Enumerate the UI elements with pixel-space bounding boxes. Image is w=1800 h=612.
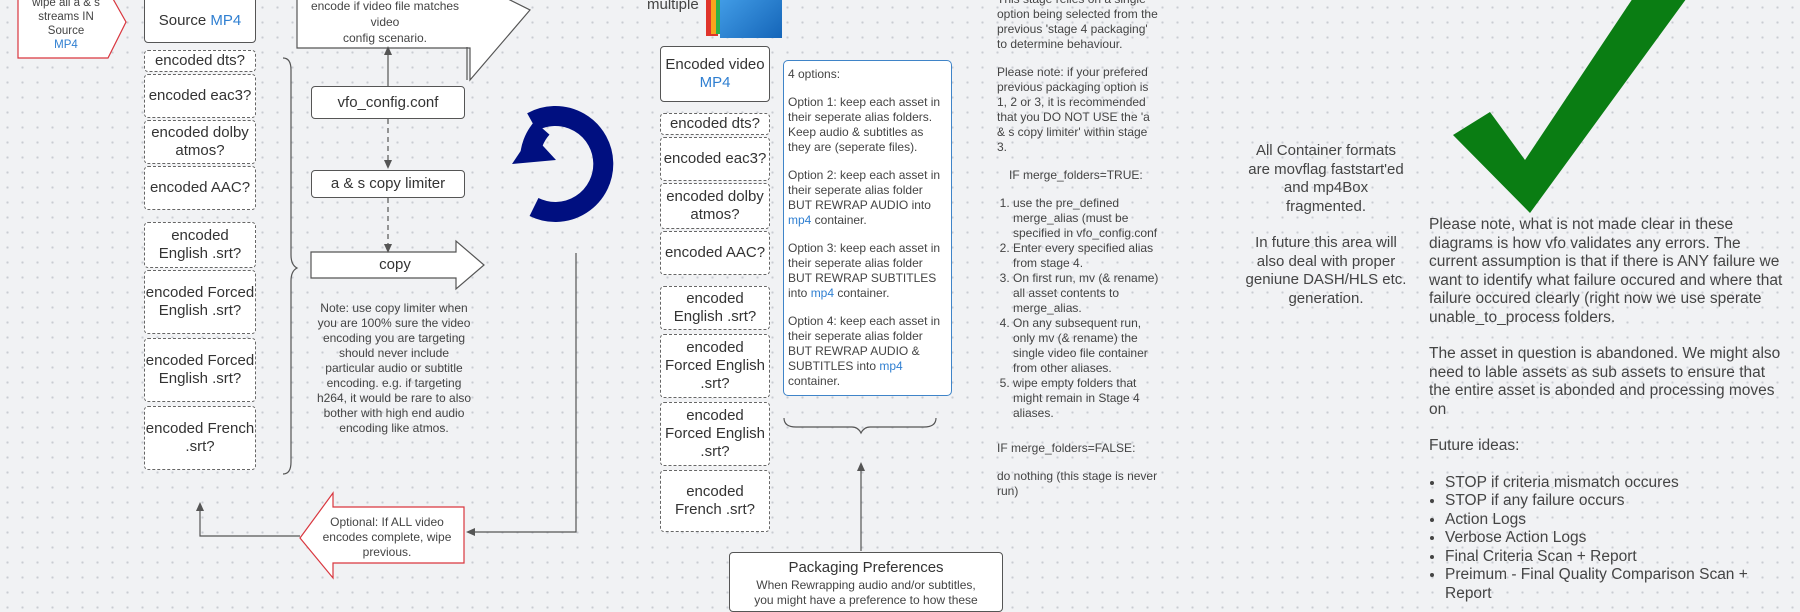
packaging-options-box[interactable]: 4 options: Option 1: keep each asset in … (783, 60, 952, 396)
validation-para2: The asset in question is abandoned. We m… (1429, 345, 1781, 418)
future-idea: Preimum - Final Quality Comparison Scan … (1445, 566, 1789, 603)
col1-stream-eac3[interactable]: encoded eac3? (144, 74, 256, 118)
packaging-title: Packaging Preferences (788, 559, 944, 576)
options-intro: 4 options: (788, 67, 841, 81)
refresh-cycle-icon (512, 106, 614, 222)
future-ideas-heading: Future ideas: (1429, 437, 1520, 454)
col3-stream-english-srt[interactable]: encoded English .srt? (660, 286, 770, 330)
merge-step: On first run, mv (& rename) all asset co… (1013, 271, 1159, 316)
col3-stream-french-srt[interactable]: encoded French .srt? (660, 470, 770, 532)
merge-steps-list: use the pre_defined merge_alias (must be… (997, 196, 1159, 421)
merge-step: On any subsequent run, only mv (& rename… (1013, 316, 1159, 376)
col1-stream-forced-english-srt-2[interactable]: encoded Forced English .srt? (144, 338, 256, 402)
brace-col1 (282, 57, 299, 475)
encode-arrow-text: encode if video file matches video confi… (300, 0, 470, 46)
future-idea: Final Criteria Scan + Report (1445, 548, 1789, 567)
encode-arrow-shape (296, 0, 531, 82)
do-nothing-note: do nothing (this stage is never run) (997, 469, 1158, 498)
source-mp4-label: MP4 (210, 11, 242, 29)
col1-stream-dts[interactable]: encoded dts? (144, 50, 256, 72)
col3-stream-forced-english-srt-1[interactable]: encoded Forced English .srt? (660, 334, 770, 398)
col1-stream-forced-english-srt-1[interactable]: encoded Forced English .srt? (144, 270, 256, 334)
option-4-text: Option 4: keep each asset in their seper… (788, 314, 941, 388)
folder-stack-icon (706, 0, 782, 38)
encoded-video-label: Encoded video (665, 56, 765, 73)
col1-stream-english-srt[interactable]: encoded English .srt? (144, 222, 256, 268)
checkmark-icon (1453, 0, 1686, 213)
future-idea: Verbose Action Logs (1445, 529, 1789, 548)
merge-step: wipe empty folders that might remain in … (1013, 376, 1159, 421)
wipe-note-line1: wipe all a & s (32, 0, 100, 9)
option-1-text: Option 1: keep each asset in their seper… (788, 95, 941, 154)
future-idea: STOP if any failure occurs (1445, 492, 1789, 511)
wipe-note-line2: streams IN Source (38, 11, 94, 37)
if-merge-true: IF merge_folders=TRUE: (1009, 168, 1143, 182)
encode-line2: config scenario. (342, 31, 428, 45)
merge-step: Enter every specified alias from stage 4… (1013, 241, 1159, 271)
option-3-text: Option 3: keep each asset in their seper… (788, 241, 941, 300)
copy-limiter-box[interactable]: a & s copy limiter (311, 170, 465, 198)
copy-arrow-shape (310, 239, 485, 291)
wipe-note-mp4: MP4 (54, 39, 78, 51)
packaging-line2: you might have a preference to how these (754, 593, 978, 607)
copy-arrow-label[interactable]: copy (379, 256, 411, 273)
copy-limiter-note: Note: use copy limiter when you are 100%… (316, 301, 472, 435)
please-note-copy-limiter: Please note: if your prefered previous p… (997, 65, 1150, 154)
col3-stream-dts[interactable]: encoded dts? (660, 113, 770, 135)
col1-stream-atmos[interactable]: encoded dolby atmos? (144, 120, 256, 164)
future-ideas-list: STOP if criteria mismatch occures STOP i… (1429, 474, 1789, 604)
merge-step: use the pre_defined merge_alias (must be… (1013, 196, 1159, 241)
col1-stream-aac[interactable]: encoded AAC? (144, 166, 256, 210)
validation-notes: Please note, what is not made clear in t… (1429, 216, 1789, 603)
encode-line1: encode if video file matches video (310, 0, 460, 29)
encoded-video-mp4-label: MP4 (699, 74, 731, 91)
source-mp4-box[interactable]: Source MP4 (144, 0, 256, 43)
merge-stage-notes: This stage relies on a single option bei… (997, 0, 1159, 512)
col3-stream-forced-english-srt-2[interactable]: encoded Forced English .srt? (660, 402, 770, 466)
brace-options (783, 417, 937, 435)
optional-arrow-shape (299, 491, 465, 580)
wipe-streams-note: wipe all a & s streams IN Source MP4 (20, 0, 112, 52)
container-format-note: All Container formats are movflag fastst… (1245, 142, 1407, 308)
stage-relies-note: This stage relies on a single option bei… (997, 0, 1158, 51)
packaging-line1: When Rewrapping audio and/or subtitles, (756, 578, 976, 592)
container-para1: All Container formats are movflag fastst… (1248, 142, 1404, 215)
validation-para1: Please note, what is not made clear in t… (1429, 216, 1783, 326)
container-para2: In future this area will also deal with … (1245, 234, 1407, 307)
col1-stream-french-srt[interactable]: encoded French .srt? (144, 406, 256, 470)
source-label: Source (158, 11, 207, 29)
packaging-preferences-box[interactable]: Packaging Preferences When Rewrapping au… (729, 552, 1003, 612)
future-idea: STOP if criteria mismatch occures (1445, 474, 1789, 493)
option-2-text: Option 2: keep each asset in their seper… (788, 168, 941, 227)
future-idea: Action Logs (1445, 511, 1789, 530)
optional-arrow-text: Optional: If ALL video encodes complete,… (322, 515, 452, 559)
multiple-label: multiple (647, 0, 699, 13)
if-merge-false: IF merge_folders=FALSE: (997, 441, 1136, 455)
col3-stream-aac[interactable]: encoded AAC? (660, 231, 770, 275)
col3-stream-eac3[interactable]: encoded eac3? (660, 137, 770, 181)
encoded-video-mp4-box[interactable]: Encoded video MP4 (660, 46, 770, 102)
wipe-arrow-shape (17, 0, 127, 59)
col3-stream-atmos[interactable]: encoded dolby atmos? (660, 183, 770, 229)
vfo-config-box[interactable]: vfo_config.conf (311, 86, 465, 119)
